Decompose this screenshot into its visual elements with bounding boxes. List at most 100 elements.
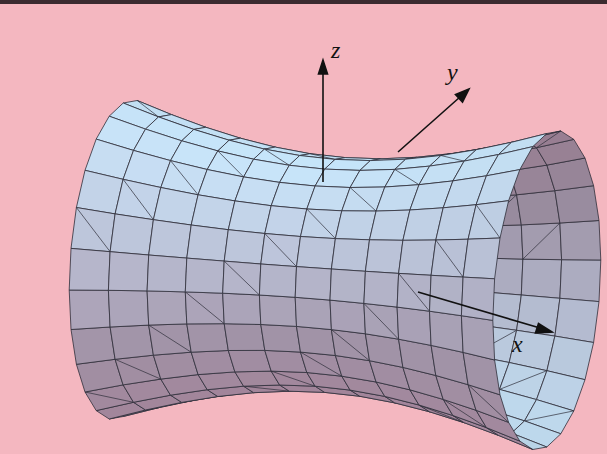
mesh-diagonal <box>171 161 199 195</box>
mesh-face <box>430 311 464 352</box>
mesh-face <box>108 252 148 291</box>
mesh-diagonal <box>350 188 376 212</box>
axis-label: z <box>331 38 340 62</box>
mesh-diagonal <box>395 169 419 184</box>
mesh-face <box>224 230 265 264</box>
mesh-face <box>397 307 431 345</box>
mesh-diagonal <box>399 273 430 311</box>
mesh-diagonal <box>525 411 574 421</box>
mesh-diagonal <box>307 209 336 239</box>
mesh-face <box>331 239 369 272</box>
mesh-face <box>149 324 192 355</box>
y-axis <box>398 97 460 152</box>
mesh-face <box>365 240 403 274</box>
mesh-diagonal <box>476 205 500 238</box>
mesh-face <box>330 300 365 334</box>
mesh-face <box>364 303 399 339</box>
mesh-face <box>185 258 224 293</box>
mesh-face <box>110 325 153 359</box>
z-axis <box>322 72 324 182</box>
y-arrowhead <box>456 89 470 102</box>
mesh-face <box>259 264 296 297</box>
mesh-face <box>223 261 261 295</box>
mesh-face <box>560 260 601 302</box>
mesh-diagonal <box>185 292 224 324</box>
mesh-face <box>187 324 229 353</box>
x-axis <box>418 292 540 328</box>
mesh-face <box>297 326 336 355</box>
mesh-face <box>461 316 494 360</box>
mesh-face <box>115 355 161 385</box>
axis-label: x <box>512 332 523 356</box>
mesh-diagonal <box>331 330 369 361</box>
mesh-face <box>191 195 235 230</box>
top-bar <box>0 0 607 4</box>
mesh-face <box>261 325 301 353</box>
mesh-face <box>301 209 342 239</box>
mesh-face <box>431 239 468 277</box>
mesh-diagonal <box>436 240 463 277</box>
mesh-diagonal <box>523 223 560 259</box>
mesh-face <box>399 240 436 275</box>
mesh-face <box>259 295 296 326</box>
mesh-face <box>223 293 261 324</box>
mesh-face <box>560 221 601 261</box>
mesh-face <box>265 350 307 372</box>
mesh-face <box>463 238 500 279</box>
mesh-face <box>153 188 198 226</box>
mesh-face <box>521 259 561 298</box>
mesh-face <box>517 191 560 225</box>
mesh-face <box>69 248 110 290</box>
mesh-face <box>108 290 148 327</box>
mesh-diagonal <box>85 392 134 402</box>
mesh-face <box>71 327 115 364</box>
mesh-face <box>110 214 153 255</box>
mesh-diagonal <box>123 179 153 219</box>
mesh-face <box>187 225 229 261</box>
mesh-diagonal <box>364 303 399 339</box>
axis-label: y <box>447 60 458 84</box>
mesh-face <box>521 223 561 260</box>
mesh-face <box>468 201 509 240</box>
mesh-face <box>149 220 192 258</box>
mesh-face <box>555 298 599 342</box>
mesh-diagonal <box>500 371 547 390</box>
mesh-face <box>147 291 187 325</box>
x-arrowhead <box>536 324 553 334</box>
mesh-face <box>115 179 161 219</box>
mesh-face <box>555 186 599 223</box>
mesh-face <box>224 324 265 351</box>
mesh-face <box>228 201 271 234</box>
mesh-face <box>76 359 123 392</box>
mesh-face <box>517 295 560 336</box>
mesh-face <box>76 170 123 214</box>
mesh-face <box>335 211 376 240</box>
mesh-face <box>71 208 115 252</box>
mesh-face <box>476 170 520 205</box>
mesh-face <box>397 273 431 311</box>
mesh-face <box>297 237 336 270</box>
mesh-face <box>69 290 110 330</box>
mesh-diagonal <box>76 208 110 252</box>
mesh-diagonal <box>441 156 464 162</box>
mesh-face <box>295 267 331 301</box>
mesh-diagonal <box>115 359 161 379</box>
mesh-face <box>261 234 301 267</box>
mesh-diagonal <box>224 261 259 295</box>
mesh-diagonal <box>265 234 297 267</box>
mesh-face <box>331 330 369 361</box>
mesh-face <box>191 351 235 375</box>
mesh-face <box>265 206 307 237</box>
z-arrowhead <box>319 60 328 74</box>
mesh-face <box>228 350 271 372</box>
mesh-face <box>147 255 187 292</box>
mesh-face <box>295 297 331 329</box>
mesh-face <box>185 292 224 324</box>
mesh-face <box>330 269 365 303</box>
mesh-face <box>430 275 464 315</box>
mesh-face <box>364 271 399 307</box>
mesh-face <box>153 352 198 379</box>
mesh-diagonal <box>149 325 192 352</box>
